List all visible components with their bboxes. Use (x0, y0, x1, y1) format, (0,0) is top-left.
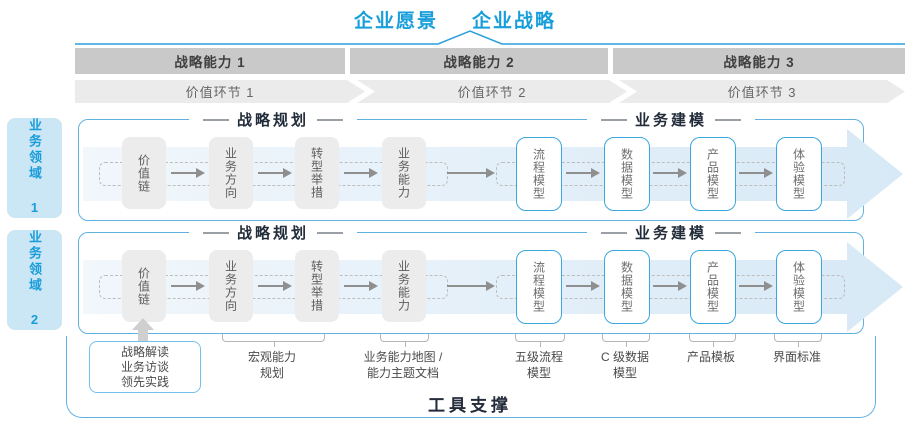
legend-strategic-planning: 战略规划 (188, 222, 358, 243)
bracket-ui-standard (774, 334, 822, 347)
arrow-right-icon (739, 166, 773, 180)
legend-label: 业务建模 (634, 225, 708, 242)
arrow-right-icon (653, 279, 687, 293)
arrow-right-icon (447, 279, 495, 293)
legend-label: 战略规划 (236, 112, 310, 129)
box-product-model: 产品模型 (690, 250, 736, 324)
arrow-right-icon (258, 166, 292, 180)
box-process-model: 流程模型 (516, 250, 562, 324)
strategic-capability-bar-3: 战略能力 3 (613, 48, 905, 74)
practice-line: 战略解读 (120, 344, 169, 359)
box-transformation-initiatives: 转型举措 (295, 250, 339, 322)
arrow-right-icon (653, 166, 687, 180)
annotation-ui-standard: 界面标准 (772, 350, 821, 364)
box-value-chain: 价值链 (122, 137, 166, 209)
practice-line: 业务访谈 (120, 359, 169, 374)
arrow-right-icon (171, 279, 205, 293)
arrow-right-icon (171, 166, 205, 180)
strategic-capability-label: 战略能力 3 (723, 55, 795, 70)
legend-business-modeling: 业务建模 (586, 222, 756, 243)
strategic-capability-bar-2: 战略能力 2 (350, 48, 608, 74)
legend-label: 战略规划 (236, 225, 310, 242)
box-data-model: 数据模型 (604, 250, 650, 324)
tool-support-container (66, 336, 876, 418)
arrow-up-icon (132, 318, 154, 330)
value-link-label: 价值环节 2 (457, 85, 527, 100)
arrow-up-shaft (138, 330, 148, 342)
box-business-capability: 业务能力 (382, 250, 426, 322)
sidebar-domain-1: 业务领域 1 (7, 118, 62, 218)
arrow-right-icon (447, 166, 495, 180)
annotation-capability-map: 业务能力地图 / 能力主题文档 (363, 350, 443, 380)
strategic-capability-label: 战略能力 1 (174, 55, 246, 70)
sidebar-domain-2: 业务领域 2 (7, 230, 62, 330)
arrow-right-icon (258, 279, 292, 293)
arrow-right-icon (566, 166, 600, 180)
vision-title: 企业愿景 (353, 11, 438, 32)
value-link-label: 价值环节 3 (727, 85, 797, 100)
row-business-domain-1: 战略规划 业务建模 价值链 业务方向 转型举措 业务能力 流程模型 数据模型 产… (78, 109, 864, 221)
top-title-group: 企业愿景 企业战略 (0, 6, 910, 33)
box-experience-model: 体验模型 (776, 250, 822, 324)
bracket-process-model (515, 334, 565, 347)
strategic-capability-label: 战略能力 2 (443, 55, 515, 70)
value-link-chevron-2: 价值环节 2 (357, 80, 627, 103)
arrow-right-icon (344, 279, 378, 293)
value-link-chevron-1: 价值环节 1 (75, 80, 365, 103)
annotation-macro-capability: 宏观能力 规划 (247, 350, 296, 380)
practice-methods-box: 战略解读 业务访谈 领先实践 (89, 341, 201, 393)
box-value-chain: 价值链 (122, 250, 166, 322)
practice-line: 领先实践 (120, 374, 169, 389)
strategy-title: 企业战略 (472, 11, 557, 32)
bracket-macro-capability (222, 334, 325, 347)
box-data-model: 数据模型 (604, 137, 650, 211)
domain-label: 业务领域 2 (27, 230, 42, 330)
bracket-data-model (602, 334, 650, 347)
domain-label: 业务领域 1 (27, 118, 42, 218)
peak-line (75, 30, 905, 45)
box-business-direction: 业务方向 (209, 137, 253, 209)
value-link-label: 价值环节 1 (185, 85, 255, 100)
planning-dashed-track (99, 275, 448, 299)
box-business-direction: 业务方向 (209, 250, 253, 322)
arrow-right-icon (344, 166, 378, 180)
box-product-model: 产品模型 (690, 137, 736, 211)
arrow-right-icon (566, 279, 600, 293)
box-transformation-initiatives: 转型举措 (295, 137, 339, 209)
bracket-capability-map (380, 334, 429, 347)
arrow-right-icon (739, 279, 773, 293)
planning-dashed-track (99, 162, 448, 186)
row-business-domain-2: 战略规划 业务建模 价值链 业务方向 转型举措 业务能力 流程模型 数据模型 产… (78, 222, 864, 334)
box-business-capability: 业务能力 (382, 137, 426, 209)
tool-support-title: 工具支撑 (428, 396, 512, 415)
box-experience-model: 体验模型 (776, 137, 822, 211)
legend-label: 业务建模 (634, 112, 708, 129)
legend-business-modeling: 业务建模 (586, 109, 756, 130)
legend-strategic-planning: 战略规划 (188, 109, 358, 130)
annotation-product-template: 产品模板 (686, 350, 735, 364)
strategic-capability-bar-1: 战略能力 1 (75, 48, 345, 74)
value-link-chevron-3: 价值环节 3 (619, 80, 905, 103)
annotation-c-level-data: C 级数据 模型 (600, 350, 649, 380)
box-process-model: 流程模型 (516, 137, 562, 211)
bracket-product-template (689, 334, 736, 347)
annotation-five-level-process: 五级流程 模型 (514, 350, 563, 380)
modeling-dashed-track (496, 162, 845, 186)
modeling-dashed-track (496, 275, 845, 299)
